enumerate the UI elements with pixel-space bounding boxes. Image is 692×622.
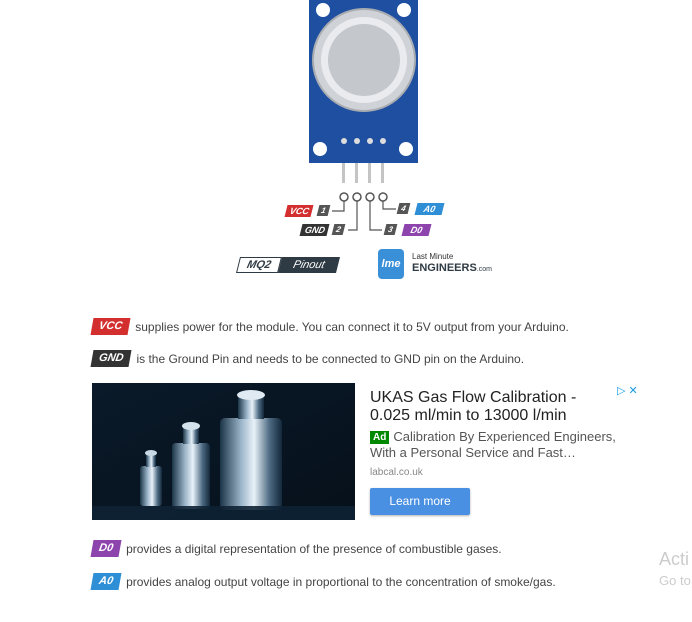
header-pin <box>368 163 371 183</box>
mq2-pinout-diagram: VCC 1 GND 2 3 D0 4 A0 MQ2 Pinout lme Las… <box>0 0 692 290</box>
sensor-mesh <box>328 24 400 96</box>
a0-description-text: provides analog output voltage in propor… <box>126 574 556 589</box>
gnd-leader-line <box>348 201 358 231</box>
vcc-leader-line <box>332 201 345 212</box>
mq2-title-right: Pinout <box>278 257 340 273</box>
mounting-hole <box>313 142 327 156</box>
pin-label-a0: A0 <box>414 203 445 215</box>
mounting-hole <box>316 3 330 17</box>
pin-label-gnd: GND <box>299 224 330 236</box>
gnd-description: GND is the Ground Pin and needs to be co… <box>90 350 525 367</box>
ad-title[interactable]: UKAS Gas Flow Calibration - 0.025 ml/min… <box>370 389 577 424</box>
ad-domain[interactable]: labcal.co.uk <box>370 467 423 478</box>
vcc-description-text: supplies power for the module. You can c… <box>135 319 569 334</box>
d0-pill: D0 <box>90 540 122 557</box>
pin-label-vcc: VCC <box>284 205 314 217</box>
header-pin <box>355 163 358 183</box>
last-minute-engineers-logo: lme Last Minute ENGINEERS.com <box>378 249 492 279</box>
activation-watermark-title: Acti <box>659 549 690 569</box>
ad-unit[interactable]: ▷ ✕ UKAS Gas Flow Calibration - 0.025 ml… <box>92 383 640 521</box>
logo-line2: ENGINEERS.com <box>412 262 492 274</box>
a0-pill: A0 <box>90 573 122 590</box>
learn-more-button[interactable]: Learn more <box>370 488 470 515</box>
header-pin <box>381 163 384 183</box>
header-pin <box>342 163 345 183</box>
lme-logo-icon: lme <box>378 249 404 279</box>
mq2-pinout-title: MQ2 Pinout <box>236 257 340 273</box>
vcc-description: VCC supplies power for the module. You c… <box>90 318 569 335</box>
logo-line1: Last Minute <box>412 252 454 261</box>
mq2-title-left: MQ2 <box>236 257 282 273</box>
mounting-hole <box>399 142 413 156</box>
mq2-sensor-board <box>309 0 418 231</box>
mounting-hole <box>397 3 411 17</box>
gnd-description-text: is the Ground Pin and needs to be connec… <box>136 351 525 366</box>
ad-badge: Ad <box>370 431 390 444</box>
ad-choices-icon[interactable]: ▷ ✕ <box>617 385 638 397</box>
a0-leader-line <box>382 201 396 210</box>
calibration-weights-image <box>92 383 355 520</box>
gnd-pill: GND <box>90 350 132 367</box>
a0-description: A0 provides analog output voltage in pro… <box>90 573 556 590</box>
ad-image[interactable] <box>92 383 355 520</box>
d0-leader-line <box>369 201 382 231</box>
pin-label-d0: D0 <box>401 224 432 236</box>
activation-watermark-subtitle: Go to <box>659 573 691 588</box>
d0-description-text: provides a digital representation of the… <box>126 541 502 556</box>
vcc-pill: VCC <box>90 318 131 335</box>
ad-description-text: Calibration By Experienced Engineers, Wi… <box>370 429 616 460</box>
d0-description: D0 provides a digital representation of … <box>90 540 502 557</box>
